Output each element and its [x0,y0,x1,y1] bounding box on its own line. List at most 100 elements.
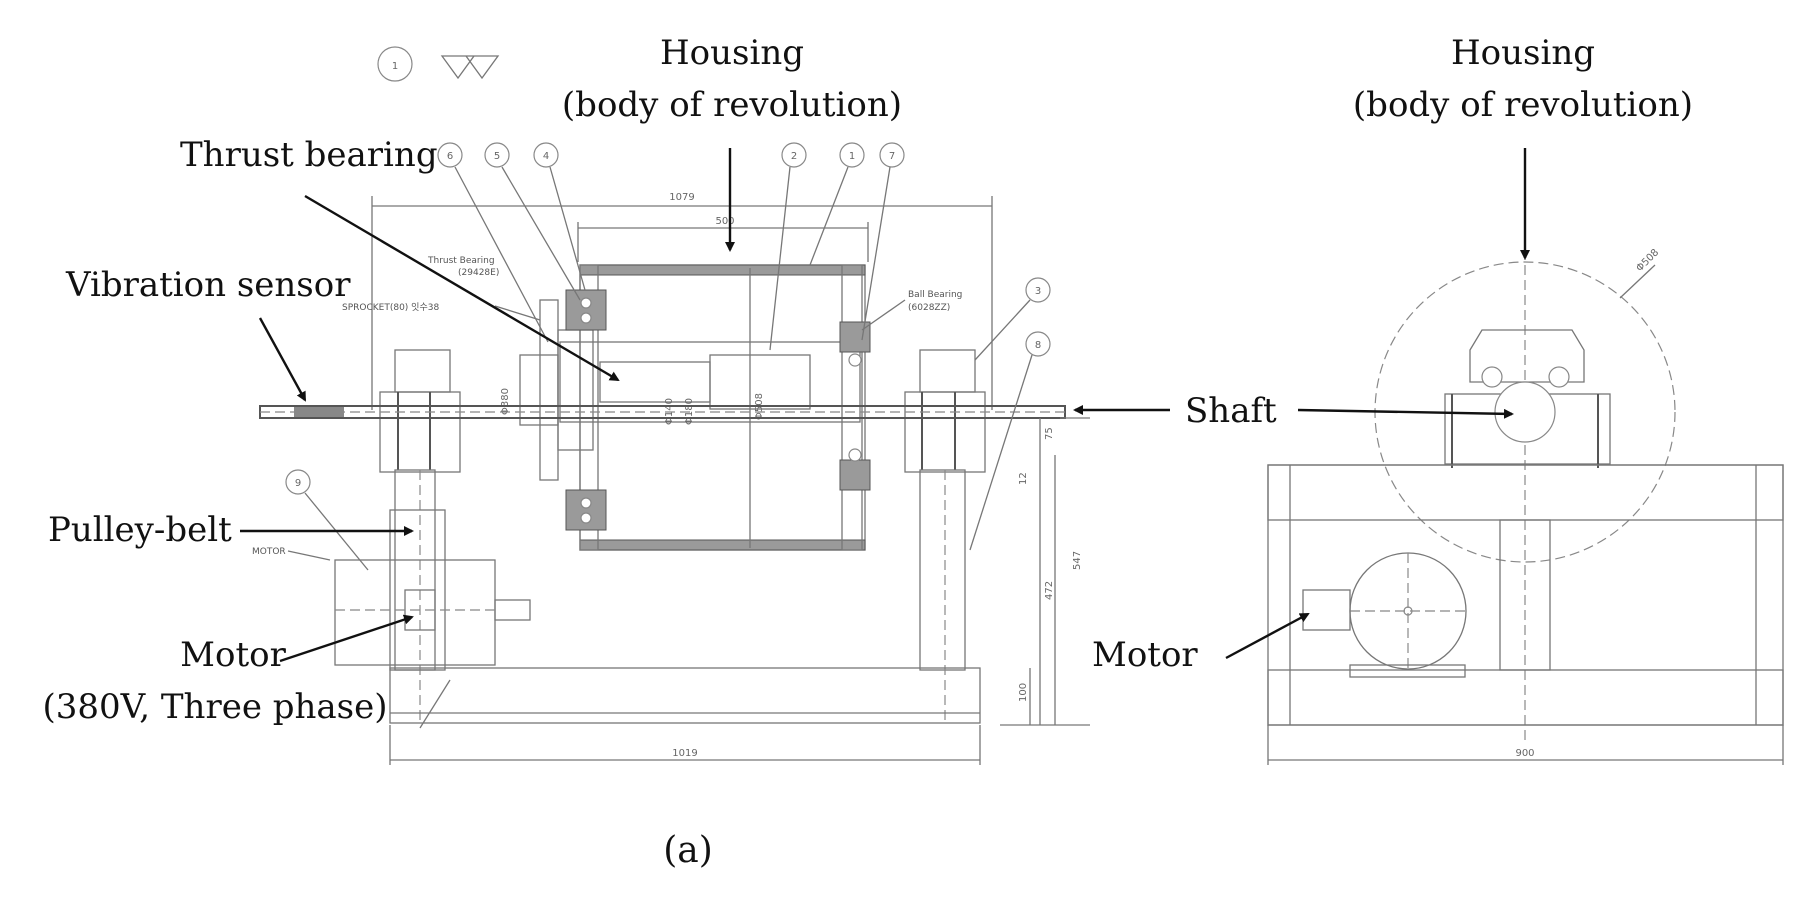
vibration-sensor-body [294,407,344,417]
label-motor-left-line1: Motor [180,635,286,675]
note-ball: Ball Bearing [908,290,962,300]
thrust-bearing-bottom [565,489,607,531]
label-thrust-bearing: Thrust bearing [180,135,438,175]
balloon-3: 3 [974,277,1051,361]
thrust-bearing-ball-bottom-2 [580,512,592,524]
note-motor: MOTOR [252,547,286,557]
dim-472: 472 [1044,581,1055,600]
ball-bearing-ball-bottom [848,448,862,462]
note-ball-leader [861,299,906,331]
dia-right-leader [1619,264,1656,299]
thrust-bearing-ball-bottom [580,497,592,509]
surface-finish-symbol [440,55,500,80]
dim-overall-top: 1079 [669,192,694,203]
part-symbol-number: 1 [392,61,398,72]
balloon-8-number: 8 [1035,340,1041,351]
front-motor-terminal [1302,589,1351,631]
note-sprocket: SPROCKET(80) 잇수38 [342,301,439,313]
balloon-7: 7 [861,142,905,341]
dim-100: 100 [1018,683,1029,702]
balloon-1: 1 [809,142,865,266]
balloon-7-number: 7 [889,151,895,162]
housing-top-wall [579,264,866,276]
figure-caption: (a) [663,830,713,871]
front-view: Φ508 900 [1267,247,1784,765]
pillow-block-left-top [394,349,451,393]
front-frame-center-post [1499,519,1551,671]
balloon-9-number: 9 [295,478,301,489]
note-motor-leader [287,550,331,561]
sprocket-disk [539,299,559,481]
label-vibration-sensor: Vibration sensor [65,265,351,305]
label-shaft: Shaft [1185,391,1277,431]
arrow-vibration-sensor [258,317,307,402]
annotations: Housing (body of revolution) Housing (bo… [42,33,1693,871]
note-thrust: Thrust Bearing [427,256,495,266]
balloon-5-number: 5 [494,151,500,162]
front-bolt-hole-right [1548,366,1570,388]
pillow-block-right-top [919,349,976,393]
arrow-motor-right [1225,612,1310,660]
dim-base-left: 1019 [672,748,697,759]
thrust-bearing-top [565,289,607,331]
front-pillow-block [1469,329,1585,383]
dim-base-right: 900 [1515,748,1534,759]
label-housing-right-line1: Housing [1451,33,1595,73]
balloon-4: 4 [533,142,586,291]
pillow-block-right [904,391,986,473]
arrow-motor-left [279,614,414,663]
balloon-8: 8 [969,331,1051,551]
motor-shaft-end [494,599,531,621]
balloon-3-number: 3 [1035,286,1041,297]
balloon-1-number: 1 [849,151,855,162]
label-housing-left-line1: Housing [660,33,804,73]
note-ball-code: (6028ZZ) [908,303,950,313]
label-pulley-belt: Pulley-belt [48,510,232,550]
front-motor-foot [1349,664,1466,678]
housing-drum-outline [579,264,866,551]
side-view: 1 1079 500 Φ508 Φ140 Φ180 Φ380 [252,46,1090,765]
dim-12: 12 [1018,472,1029,485]
shaft-inner-hub [599,361,711,403]
shaft-sleeve [709,354,811,410]
balloon-4-number: 4 [543,151,549,162]
balloon-5: 5 [484,142,581,301]
belt-diagonal [419,679,451,729]
ball-bearing-bottom [839,459,871,491]
balloon-9: 9 [285,469,369,571]
frame-upright-left [394,469,436,671]
dia-left: Φ380 [500,388,511,415]
balloon-6-number: 6 [447,151,453,162]
thrust-bearing-ball-top [580,297,592,309]
housing-right-flange [841,264,863,551]
motor-pulley-housing [389,509,446,671]
front-shaft-section [1494,381,1556,443]
dim-547: 547 [1072,551,1083,570]
label-motor-right: Motor [1092,635,1198,675]
shaft-hub [559,341,861,423]
arrow-thrust-bearing [304,194,620,382]
base-frame [389,667,981,724]
note-sprocket-leader [494,305,541,321]
label-housing-right-line2: (body of revolution) [1353,85,1693,125]
housing-left-flange [579,264,599,551]
dim-75: 75 [1044,427,1055,440]
pillow-block-left [379,391,461,473]
motor-body-left [334,559,496,666]
dim-housing: 500 [715,216,734,227]
balloon-2-number: 2 [791,151,797,162]
arrow-shaft-right [1297,408,1514,419]
ball-bearing-top [839,321,871,353]
sprocket-hub [519,354,559,426]
label-housing-left-line2: (body of revolution) [562,85,902,125]
dia-right: Φ508 [1634,247,1661,274]
note-thrust-code: (29428E) [458,268,499,278]
housing-bottom-wall [579,539,866,551]
ball-bearing-ball-top [848,353,862,367]
label-motor-left-line2: (380V, Three phase) [42,687,387,727]
balloon-6: 6 [437,142,549,343]
thrust-bearing-ball-top-2 [580,312,592,324]
front-bolt-hole-left [1481,366,1503,388]
